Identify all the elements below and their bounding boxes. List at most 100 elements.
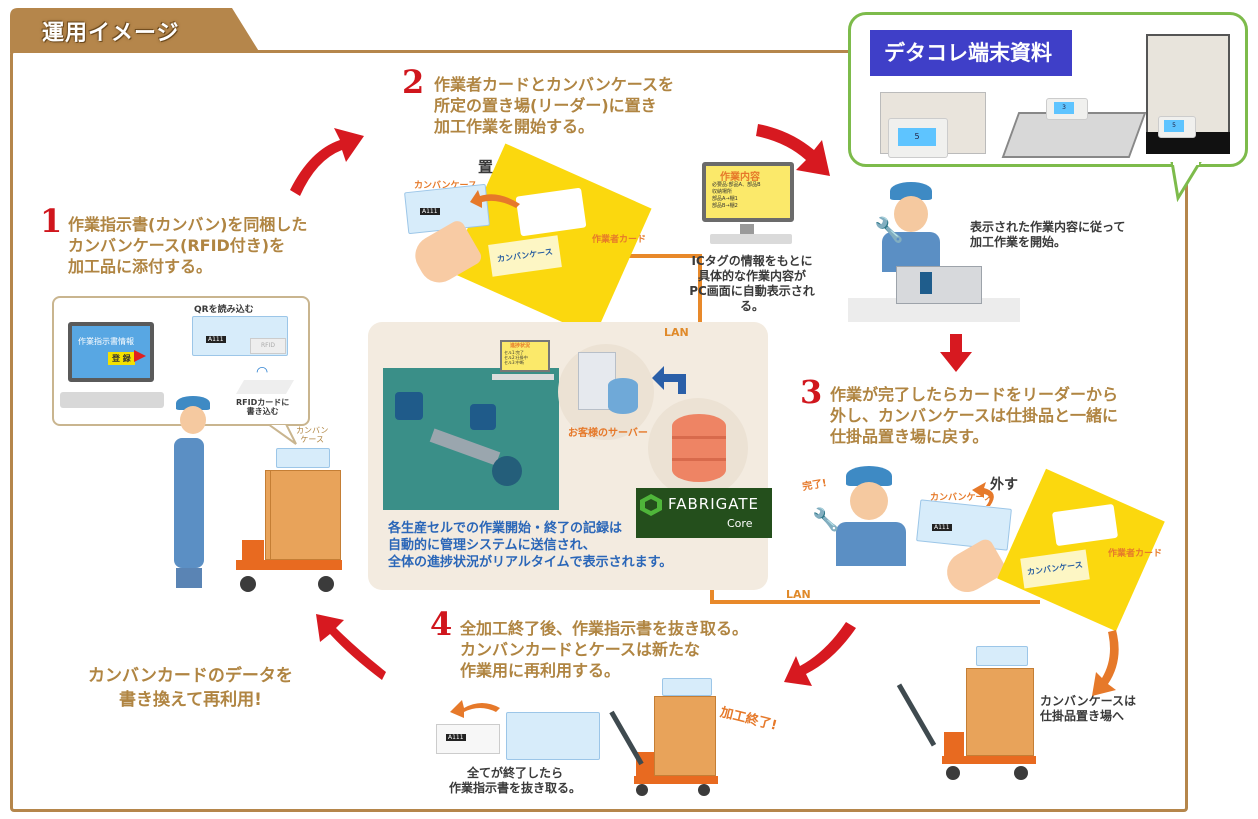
keyboard (60, 392, 164, 408)
cargo-boxes (265, 470, 341, 560)
card-code: A111 (446, 734, 466, 741)
kanban-case-label: カンバンケース (930, 493, 994, 503)
kanban-case-on-cart (276, 448, 330, 468)
factory-illustration (383, 368, 559, 510)
lan-label: LAN (786, 588, 811, 601)
flow-arrow-1-to-2 (290, 128, 364, 196)
kanban-case-on-cart (976, 646, 1028, 666)
reuse-caption: カンバンカードのデータを 書き換えて再利用! (88, 666, 293, 710)
operator-head (894, 196, 928, 232)
flow-arrow-operator-to-3 (940, 334, 972, 372)
progress-screen-lines: セル1:完了 セル2:仕掛中 セル3:中断 (504, 350, 528, 365)
card-code: A111 (206, 336, 226, 343)
worker-cap (846, 466, 892, 486)
flow-arrow-3-to-4 (784, 622, 856, 686)
device-1-screen: 5 (898, 128, 936, 146)
pc-monitor (702, 162, 794, 222)
device-callout-label: デタコレ端末資料 (870, 30, 1072, 76)
step-2-text: 作業者カードとカンバンケースを 所定の置き場(リーダー)に置き 加工作業を開始す… (434, 75, 675, 136)
cart-wheel (946, 766, 960, 780)
step-4-text: 全加工終了後、作業指示書を抜き取る。 カンバンカードとケースは新たな 作業用に再… (460, 619, 749, 680)
worker-card-label: 作業者カード (592, 235, 647, 245)
wifi-icon: ◠ (256, 364, 269, 380)
kanban-case-empty (506, 712, 600, 760)
flow-arrow-2-to-operator (756, 124, 830, 176)
cargo-boxes (966, 668, 1034, 756)
step-3-number: 3 (800, 373, 823, 411)
cart-hydraulic (242, 540, 264, 562)
remove-arrow (972, 482, 994, 506)
worker-body (836, 522, 906, 566)
step-1-text: 作業指示書(カンバン)を同梱した カンバンケース(RFID付き)を 加工品に添付… (68, 215, 308, 276)
cart-wheel (1014, 766, 1028, 780)
device-3-screen: 5 (1164, 120, 1184, 132)
device-2-screen: 3 (1054, 102, 1074, 114)
worker-body (174, 438, 204, 568)
cart-wheel (698, 784, 710, 796)
worker-legs (176, 568, 202, 588)
worker-cap (176, 396, 210, 410)
remove-label: 外す (990, 477, 1018, 493)
sync-arrow-icon (652, 366, 686, 394)
cart-wheel (240, 576, 256, 592)
worker-head (180, 406, 206, 434)
card-code: A111 (420, 208, 440, 215)
bubble-tail (268, 424, 297, 445)
operator-caption: 表示された作業内容に従って 加工作業を開始。 (970, 220, 1126, 249)
register-button[interactable]: 登 録 (108, 352, 135, 365)
cart-hydraulic (944, 732, 964, 756)
server-database-icon (608, 378, 638, 414)
page-title: 運用イメージ (42, 21, 180, 46)
fabrigate-logo-icon (640, 494, 662, 516)
monitor-title: 作業指示書情報 (78, 337, 134, 346)
fabrigate-logo-box (636, 488, 772, 538)
operator-cap (890, 182, 932, 200)
pc-screen-title: 作業内容 (720, 172, 760, 183)
kanban-case-label: カンバン ケース (296, 426, 329, 444)
rfid-write-label: RFIDカードに 書き込む (236, 398, 290, 416)
wrench-icon: 🔧 (874, 216, 904, 244)
qr-scan-label: QRを読み込む (194, 305, 254, 315)
place-arrow (470, 190, 520, 208)
flow-arrow-4-to-reuse (316, 614, 386, 680)
wrench-icon: 🔧 (812, 508, 840, 533)
cart-wheel (636, 784, 648, 796)
callout-tail (1170, 162, 1202, 202)
factory-machine (470, 404, 496, 430)
progress-screen-keyboard (492, 374, 554, 380)
server-label: お客様のサーバー (568, 428, 648, 439)
card-code: A111 (932, 524, 952, 531)
step-3-text: 作業が完了したらカードをリーダーから 外し、カンバンケースは仕掛品と一緒に 仕掛… (830, 385, 1119, 446)
step-1-number: 1 (40, 202, 63, 240)
worker-card-label: 作業者カード (1108, 549, 1163, 559)
rfid-tag: RFID (250, 338, 286, 354)
factory-tank (492, 456, 522, 486)
cart-base (942, 756, 1036, 764)
progress-screen (500, 340, 550, 372)
pc-caption: ICタグの情報をもとに 具体的な作業内容が PC画面に自動表示される。 (689, 254, 815, 313)
machine-chuck (920, 272, 932, 294)
kanban-case-on-cart (662, 678, 712, 696)
cargo-boxes (654, 696, 716, 776)
step-2-number: 2 (402, 63, 425, 101)
cursor-icon (134, 350, 146, 362)
remove-caption: 全てが終了したら 作業指示書を抜き取る。 (448, 766, 581, 795)
cart-wheel (318, 576, 334, 592)
return-caption: カンバンケースは 仕掛品置き場へ (1040, 694, 1137, 723)
progress-screen-title: 進捗状況 (510, 343, 531, 349)
pc-screen-lines: 必要品:部品A、部品B 収納場所 部品A→棚1 部品B→棚2 (712, 182, 761, 209)
operator-body (882, 232, 940, 272)
step-4-number: 4 (430, 605, 453, 643)
header-tab (10, 8, 260, 53)
cart-base (236, 560, 342, 570)
fabrigate-name: FABRIGATE (668, 495, 760, 513)
pc-stand (740, 224, 754, 234)
fabrigate-database-icon (672, 414, 726, 482)
flow-arrow-return-to-wip (1092, 630, 1119, 696)
extract-arrow (450, 700, 500, 718)
worker-head-smiling (850, 482, 888, 520)
factory-machine (395, 392, 423, 420)
fabrigate-edition: Core (727, 517, 753, 530)
pc-keyboard (710, 234, 792, 244)
